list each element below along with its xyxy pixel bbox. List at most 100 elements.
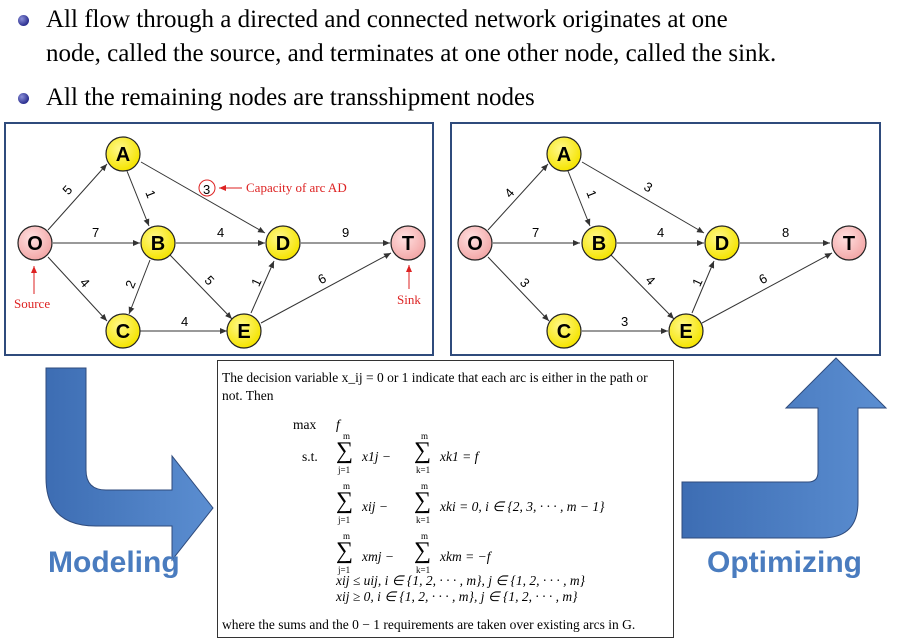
- sum-symbol: ∑: [336, 438, 354, 464]
- edge-o-a: [487, 163, 549, 231]
- bullet-1-line-1: All flow through a directed and connecte…: [46, 6, 728, 33]
- sum-lower: j=1: [338, 465, 351, 475]
- edge-label: 4: [501, 185, 517, 200]
- edge-label: 6: [756, 271, 769, 288]
- bullet-2: All the remaining nodes are transshipmen…: [0, 82, 900, 114]
- sum-upper: m: [343, 431, 351, 441]
- model-outro: where the sums and the 0 − 1 requirement…: [222, 617, 636, 632]
- edge-b-e: [610, 254, 675, 320]
- constraint-3-rhs: xkm = −f: [440, 549, 491, 564]
- sum-upper: m: [343, 531, 351, 541]
- node-label: B: [592, 233, 606, 255]
- bullet-2-line-1: All the remaining nodes are transshipmen…: [46, 84, 535, 111]
- source-annotation: Source: [14, 296, 50, 311]
- sum-symbol: ∑: [414, 538, 432, 564]
- edge-o-c: [47, 256, 108, 322]
- constraint-1-lhs: x1j −: [362, 449, 391, 464]
- edge-label: 1: [689, 276, 706, 289]
- node-label: D: [715, 233, 729, 255]
- edge-label: 1: [248, 276, 265, 289]
- constraint-4: xij ≤ uij, i ∈ {1, 2, · · · , m}, j ∈ {1…: [336, 573, 586, 588]
- node-c: [105, 313, 141, 349]
- node-b: [581, 225, 617, 261]
- sum-symbol: ∑: [336, 488, 354, 514]
- node-label: O: [27, 233, 43, 255]
- edge-label: 4: [181, 314, 188, 329]
- node-label: A: [557, 144, 571, 166]
- node-d: [704, 225, 740, 261]
- bullet-1-line-2: node, called the source, and terminates …: [46, 40, 777, 67]
- constraint-3-lhs: xmj −: [362, 549, 394, 564]
- sum-upper: m: [421, 431, 429, 441]
- edge-o-c: [487, 256, 550, 322]
- edge-label: 3: [203, 182, 210, 197]
- node-label: E: [237, 321, 250, 343]
- constraint-1: m ∑ j=1 x1j − m ∑ k=1 xk1 = f: [336, 431, 656, 479]
- node-e: [226, 313, 262, 349]
- node-d: [265, 225, 301, 261]
- node-t: [390, 225, 426, 261]
- edge-a-d: [581, 161, 705, 234]
- edge-e-t: [260, 252, 392, 324]
- sink-annotation: Sink: [397, 292, 421, 307]
- capacity-annotation: Capacity of arc AD: [246, 180, 347, 195]
- edge-label: 3: [517, 275, 533, 290]
- sum-lower: j=1: [338, 565, 351, 575]
- edge-label: 9: [342, 225, 349, 240]
- node-label: A: [116, 144, 130, 166]
- bullet-1: All flow through a directed and connecte…: [0, 4, 900, 68]
- node-b: [140, 225, 176, 261]
- edge-b-e: [169, 254, 233, 320]
- optimizing-arrow-icon: [681, 357, 888, 539]
- edge-a-b: [126, 170, 150, 227]
- right-network-panel: 4 7 3 1 3 4 4 3 1 8 6 O A B C D E T: [450, 122, 881, 356]
- sum-lower: k=1: [416, 465, 431, 475]
- objective-f: f: [336, 417, 340, 432]
- sum-symbol: ∑: [336, 538, 354, 564]
- sum-lower: k=1: [416, 515, 431, 525]
- node-label: D: [276, 233, 290, 255]
- node-label: T: [402, 233, 414, 255]
- model-intro-line-1: The decision variable x_ij = 0 or 1 indi…: [222, 370, 648, 385]
- sum-upper: m: [421, 481, 429, 491]
- node-label: E: [679, 321, 692, 343]
- edge-a-d: [140, 161, 266, 234]
- edge-label: 1: [142, 188, 159, 200]
- node-c: [546, 313, 582, 349]
- node-label: C: [557, 321, 571, 343]
- node-o: [17, 225, 53, 261]
- node-label: O: [467, 233, 483, 255]
- node-o: [457, 225, 493, 261]
- edge-label: 4: [657, 225, 664, 240]
- left-network-diagram: 5 7 4 1 3 4 2 5 4 1 9 6 Capacity of arc …: [14, 136, 426, 349]
- node-label: T: [843, 233, 855, 255]
- node-t: [831, 225, 867, 261]
- sum-upper: m: [343, 481, 351, 491]
- edge-b-c: [128, 259, 151, 315]
- bullet-dot-icon: [18, 15, 29, 26]
- right-network-diagram: 4 7 3 1 3 4 4 3 1 8 6 O A B C D E T: [457, 136, 867, 349]
- constraint-3: m ∑ j=1 xmj − m ∑ k=1 xkm = −f: [336, 531, 656, 579]
- edge-label: 3: [641, 179, 655, 196]
- sum-lower: j=1: [338, 515, 351, 525]
- sum-symbol: ∑: [414, 488, 432, 514]
- edge-label: 7: [532, 225, 539, 240]
- modeling-arrow-shape: [45, 367, 214, 562]
- edge-e-d: [250, 260, 275, 314]
- constraint-2: m ∑ j=1 xij − m ∑ k=1 xki = 0, i ∈ {2, 3…: [336, 481, 666, 529]
- edge-label: 1: [583, 188, 600, 200]
- left-network-panel: 5 7 4 1 3 4 2 5 4 1 9 6 Capacity of arc …: [4, 122, 434, 356]
- constraint-1-rhs: xk1 = f: [440, 449, 479, 464]
- sum-lower: k=1: [416, 565, 431, 575]
- model-formulation-box: The decision variable x_ij = 0 or 1 indi…: [217, 360, 674, 638]
- edge-label: 4: [77, 275, 93, 290]
- constraint-5: xij ≥ 0, i ∈ {1, 2, · · · , m}, j ∈ {1, …: [336, 589, 578, 604]
- edge-a-b: [567, 170, 591, 227]
- edge-e-t: [701, 252, 833, 324]
- model-intro-line-2: not. Then: [222, 388, 274, 403]
- edge-label: 8: [782, 225, 789, 240]
- node-a: [546, 136, 582, 172]
- node-a: [105, 136, 141, 172]
- edge-o-a: [47, 163, 108, 231]
- edge-label: 4: [643, 273, 659, 289]
